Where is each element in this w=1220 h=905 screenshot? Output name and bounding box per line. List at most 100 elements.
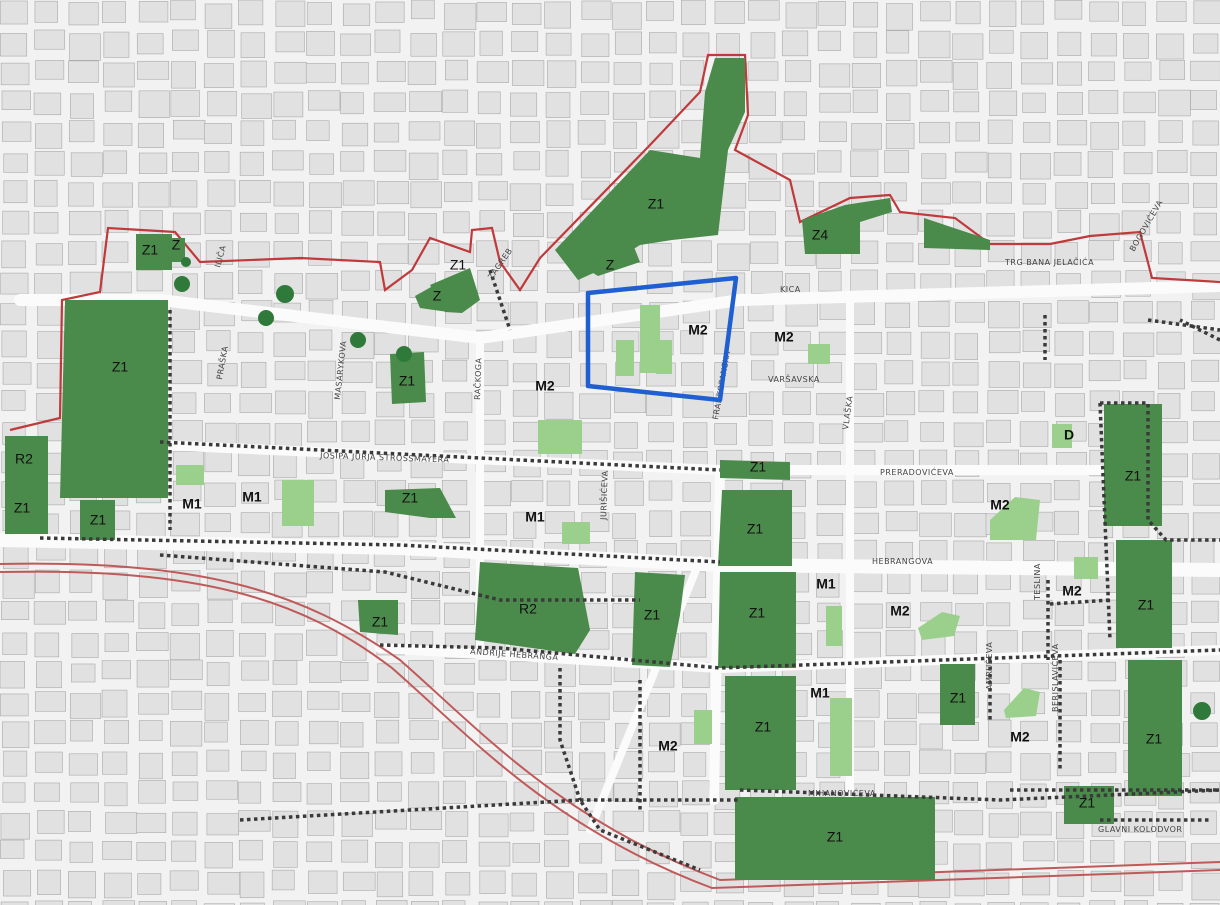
city-block bbox=[477, 91, 501, 115]
city-block bbox=[34, 720, 66, 745]
city-block bbox=[170, 659, 203, 680]
city-block bbox=[578, 692, 610, 721]
city-block bbox=[238, 269, 263, 294]
green-zone[interactable] bbox=[940, 664, 975, 725]
city-block bbox=[714, 900, 744, 905]
city-block bbox=[273, 181, 304, 207]
city-block bbox=[69, 211, 102, 236]
green-zone[interactable] bbox=[415, 282, 460, 312]
city-block bbox=[785, 2, 818, 29]
route bbox=[1049, 598, 1111, 606]
city-block bbox=[1020, 902, 1049, 905]
city-block bbox=[751, 360, 775, 381]
city-block bbox=[513, 511, 537, 539]
green-zone[interactable] bbox=[555, 58, 745, 280]
city-block bbox=[476, 123, 501, 149]
city-block bbox=[274, 213, 299, 234]
light-area bbox=[918, 612, 960, 640]
city-block bbox=[884, 360, 914, 385]
city-block bbox=[340, 33, 371, 56]
city-block bbox=[34, 569, 60, 594]
green-zone[interactable] bbox=[1116, 540, 1172, 648]
green-zone[interactable] bbox=[735, 797, 935, 880]
city-block bbox=[850, 481, 877, 508]
landuse-label: M1 bbox=[525, 509, 545, 525]
city-block bbox=[34, 632, 60, 658]
city-block bbox=[34, 179, 58, 207]
green-zone[interactable] bbox=[720, 460, 790, 480]
city-block bbox=[816, 480, 847, 506]
city-block bbox=[206, 629, 234, 657]
city-block bbox=[172, 811, 198, 836]
city-block bbox=[478, 181, 508, 201]
city-block bbox=[170, 360, 203, 385]
green-zone[interactable] bbox=[5, 480, 48, 534]
city-block bbox=[374, 692, 400, 718]
green-zone[interactable] bbox=[632, 572, 685, 667]
city-block bbox=[478, 841, 511, 867]
green-zone[interactable] bbox=[136, 234, 172, 270]
street-name: HEBRANGOVA bbox=[872, 557, 933, 566]
city-block bbox=[1156, 1, 1187, 22]
green-zone[interactable] bbox=[924, 218, 990, 250]
city-block bbox=[955, 1, 981, 25]
green-zone[interactable] bbox=[475, 562, 590, 654]
green-zone[interactable] bbox=[1104, 404, 1162, 526]
city-block bbox=[986, 213, 1015, 237]
city-block bbox=[341, 270, 370, 291]
city-block bbox=[1, 330, 27, 358]
green-zone[interactable] bbox=[718, 572, 796, 668]
zone-label: Z1 bbox=[1138, 597, 1155, 613]
green-zone[interactable] bbox=[718, 490, 792, 566]
city-block bbox=[374, 29, 401, 53]
city-block bbox=[649, 90, 676, 118]
city-block bbox=[375, 842, 403, 868]
city-block bbox=[204, 393, 232, 413]
city-block bbox=[1192, 182, 1218, 208]
green-zone[interactable] bbox=[60, 300, 168, 498]
green-zone[interactable] bbox=[5, 436, 48, 480]
city-block bbox=[138, 602, 166, 629]
highlighted-area[interactable] bbox=[585, 275, 739, 403]
green-zone[interactable] bbox=[385, 488, 456, 518]
city-block bbox=[376, 61, 406, 82]
green-zone[interactable] bbox=[390, 352, 426, 404]
city-block bbox=[511, 31, 539, 52]
green-zone[interactable] bbox=[802, 198, 892, 254]
city-block bbox=[102, 900, 135, 905]
city-block bbox=[986, 630, 1018, 656]
city-block bbox=[614, 480, 644, 506]
city-block bbox=[785, 300, 818, 327]
city-block bbox=[884, 751, 910, 776]
green-zone[interactable] bbox=[168, 238, 185, 262]
tree-icon bbox=[258, 310, 274, 326]
city-block bbox=[69, 33, 101, 61]
green-zone[interactable] bbox=[1128, 660, 1182, 796]
city-block bbox=[649, 780, 678, 808]
city-block bbox=[1089, 331, 1114, 355]
city-block bbox=[104, 782, 128, 807]
city-block bbox=[1056, 661, 1083, 680]
green-zone[interactable] bbox=[575, 242, 640, 276]
city-block bbox=[886, 93, 911, 122]
city-block bbox=[2, 210, 30, 235]
city-block bbox=[342, 571, 371, 591]
city-block bbox=[817, 150, 842, 173]
city-block bbox=[374, 751, 403, 777]
city-block bbox=[445, 59, 469, 81]
city-block bbox=[34, 151, 65, 176]
city-block bbox=[989, 30, 1014, 54]
green-zone[interactable] bbox=[80, 500, 115, 540]
green-zone[interactable] bbox=[358, 600, 398, 635]
city-block bbox=[340, 92, 364, 115]
city-block bbox=[0, 693, 29, 717]
city-block bbox=[103, 62, 135, 88]
city-block bbox=[271, 869, 295, 891]
city-block bbox=[204, 451, 232, 473]
city-block bbox=[206, 780, 238, 800]
city-block bbox=[138, 182, 170, 208]
city-block bbox=[136, 60, 170, 80]
city-block bbox=[986, 542, 1012, 562]
green-zone[interactable] bbox=[725, 676, 796, 790]
